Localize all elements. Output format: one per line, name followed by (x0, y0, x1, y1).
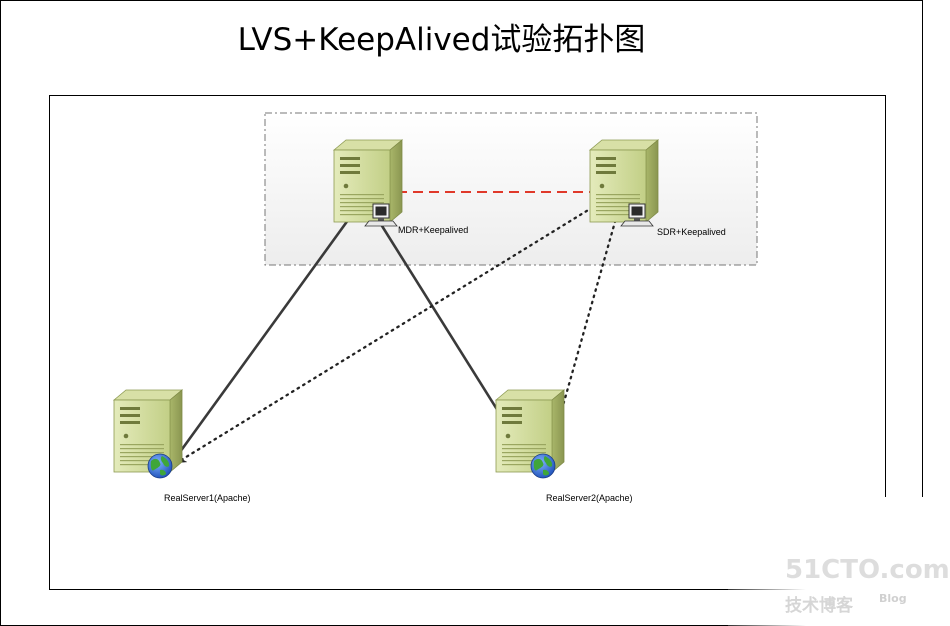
sdr-label: SDR+Keepalived (657, 227, 726, 237)
realserver2-label: RealServer2(Apache) (546, 493, 633, 503)
tower-server-icon (333, 139, 403, 223)
realserver1-node (113, 389, 183, 479)
diagram-frame (49, 95, 886, 590)
realserver2-node (495, 389, 565, 479)
sdr-server-node (589, 139, 659, 227)
watermark-subtext: 技术博客 (785, 596, 853, 616)
mdr-server-node (333, 139, 403, 227)
watermark-area (728, 497, 923, 626)
globe-icon (147, 453, 173, 479)
connection-sdr-to-rs1 (176, 202, 600, 464)
globe-icon (530, 453, 556, 479)
mdr-label: MDR+Keepalived (398, 225, 469, 235)
watermark-blog-text: Blog (879, 592, 907, 605)
tower-server-icon (113, 389, 183, 473)
realserver1-label: RealServer1(Apache) (164, 493, 251, 503)
connection-mdr-to-rs1 (170, 186, 374, 465)
tower-server-icon (589, 139, 659, 223)
diagram-title: LVS+KeepAlived试验拓扑图 (237, 22, 646, 58)
topology-canvas (113, 112, 758, 479)
watermark-logo-text: 51CTO.com (785, 555, 950, 585)
tower-server-icon (495, 389, 565, 473)
